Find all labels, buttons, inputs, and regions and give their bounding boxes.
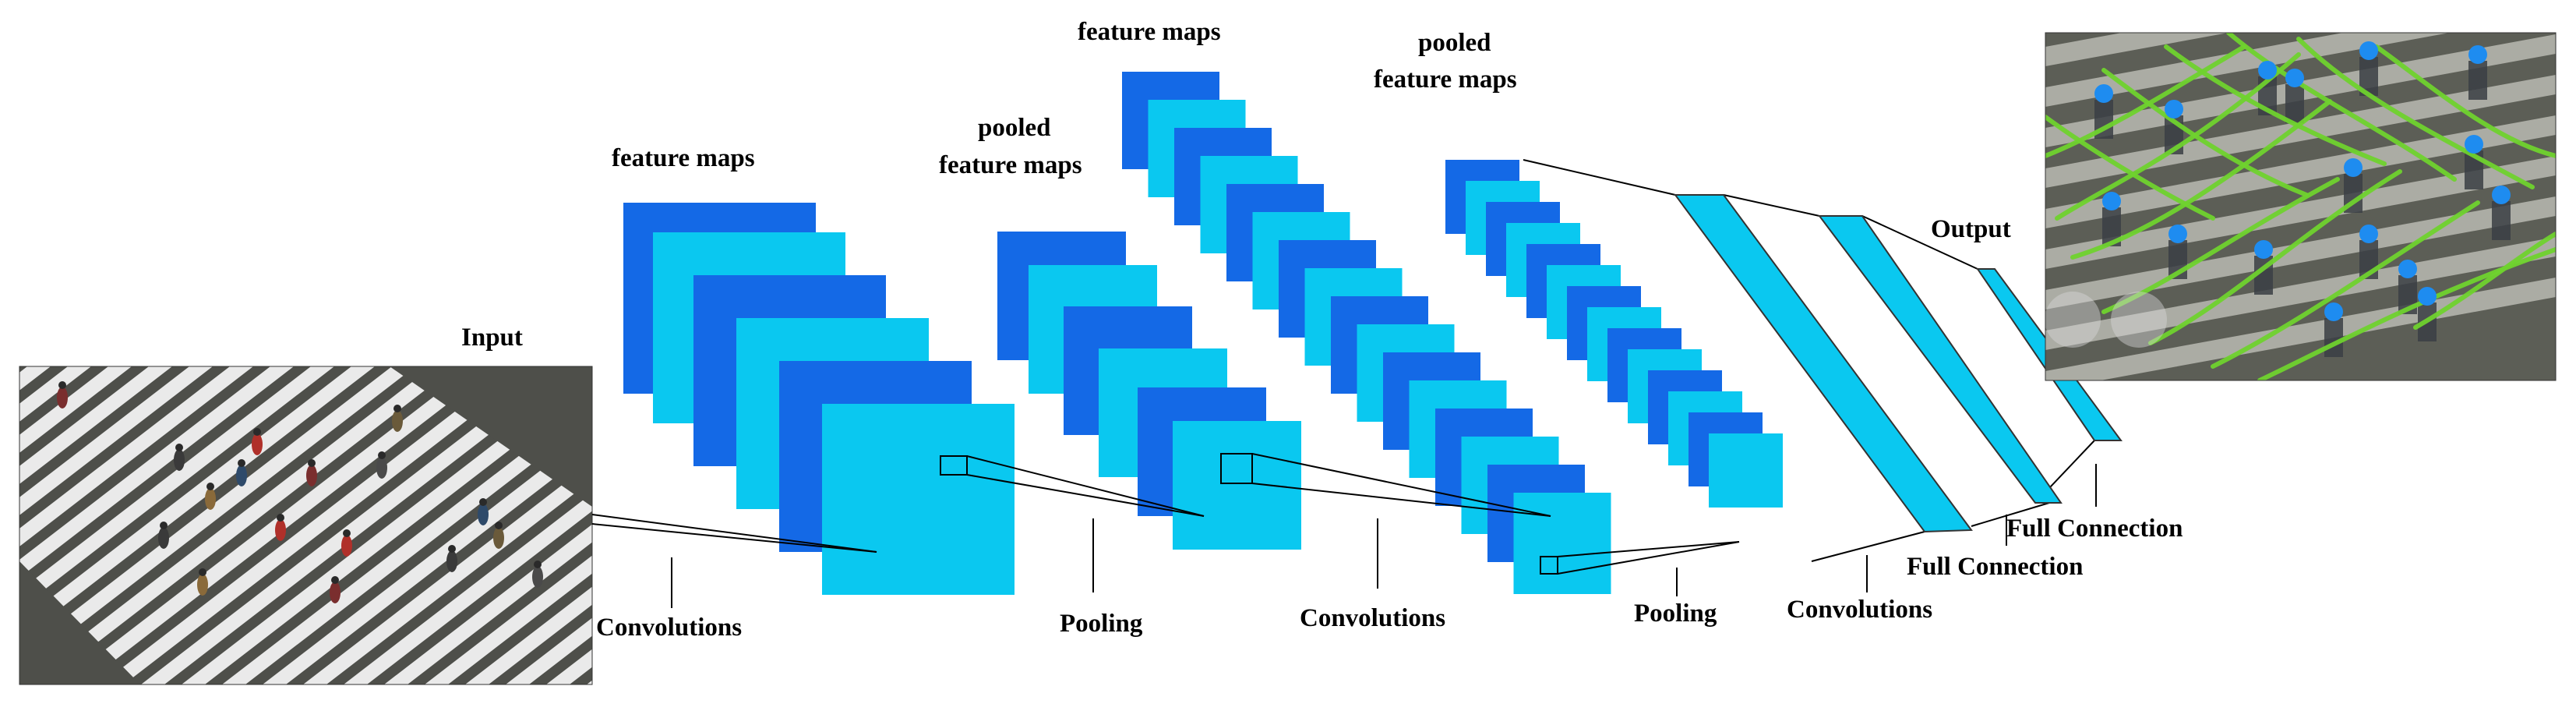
- stage3-map-16: [1513, 493, 1611, 594]
- stage2-map-6: [1173, 421, 1301, 550]
- connection-lines: [591, 159, 2095, 575]
- conv1-feature-maps-label: feature maps: [612, 144, 755, 172]
- stage4-map-14: [1709, 433, 1783, 508]
- fc-layer-1: [1674, 194, 1973, 533]
- pooling-label-1: Pooling: [1060, 610, 1143, 638]
- convolutions-label-3: Convolutions: [1787, 596, 1932, 624]
- full-connection-label-1: Full Connection: [1907, 553, 2083, 581]
- pool1-pooled-label: pooled: [978, 114, 1051, 142]
- convolutions-label-2: Convolutions: [1300, 604, 1445, 632]
- input-label: Input: [461, 324, 523, 352]
- fc-layer-2: [1817, 215, 2063, 504]
- label-ticks: [671, 464, 2097, 608]
- output-label: Output: [1931, 215, 2011, 243]
- pool2-pooled-label: pooled: [1418, 29, 1491, 57]
- convolutions-label-1: Convolutions: [596, 614, 742, 642]
- conv2-feature-maps: [1122, 72, 1611, 594]
- pooling-label-2: Pooling: [1634, 600, 1717, 628]
- conv2-feature-maps-label: feature maps: [1078, 18, 1221, 46]
- stage1-map-6: [822, 404, 1015, 595]
- input-image: [19, 366, 593, 685]
- conv1-feature-maps: [623, 203, 1015, 595]
- pool1-feature-maps: [997, 232, 1301, 550]
- pool2-feature-maps: [1445, 160, 1783, 508]
- pool2-feature-maps-label: feature maps: [1374, 65, 1517, 94]
- output-image: [2045, 32, 2557, 381]
- pool1-feature-maps-label: feature maps: [939, 151, 1082, 179]
- full-connection-label-2: Full Connection: [2006, 515, 2183, 543]
